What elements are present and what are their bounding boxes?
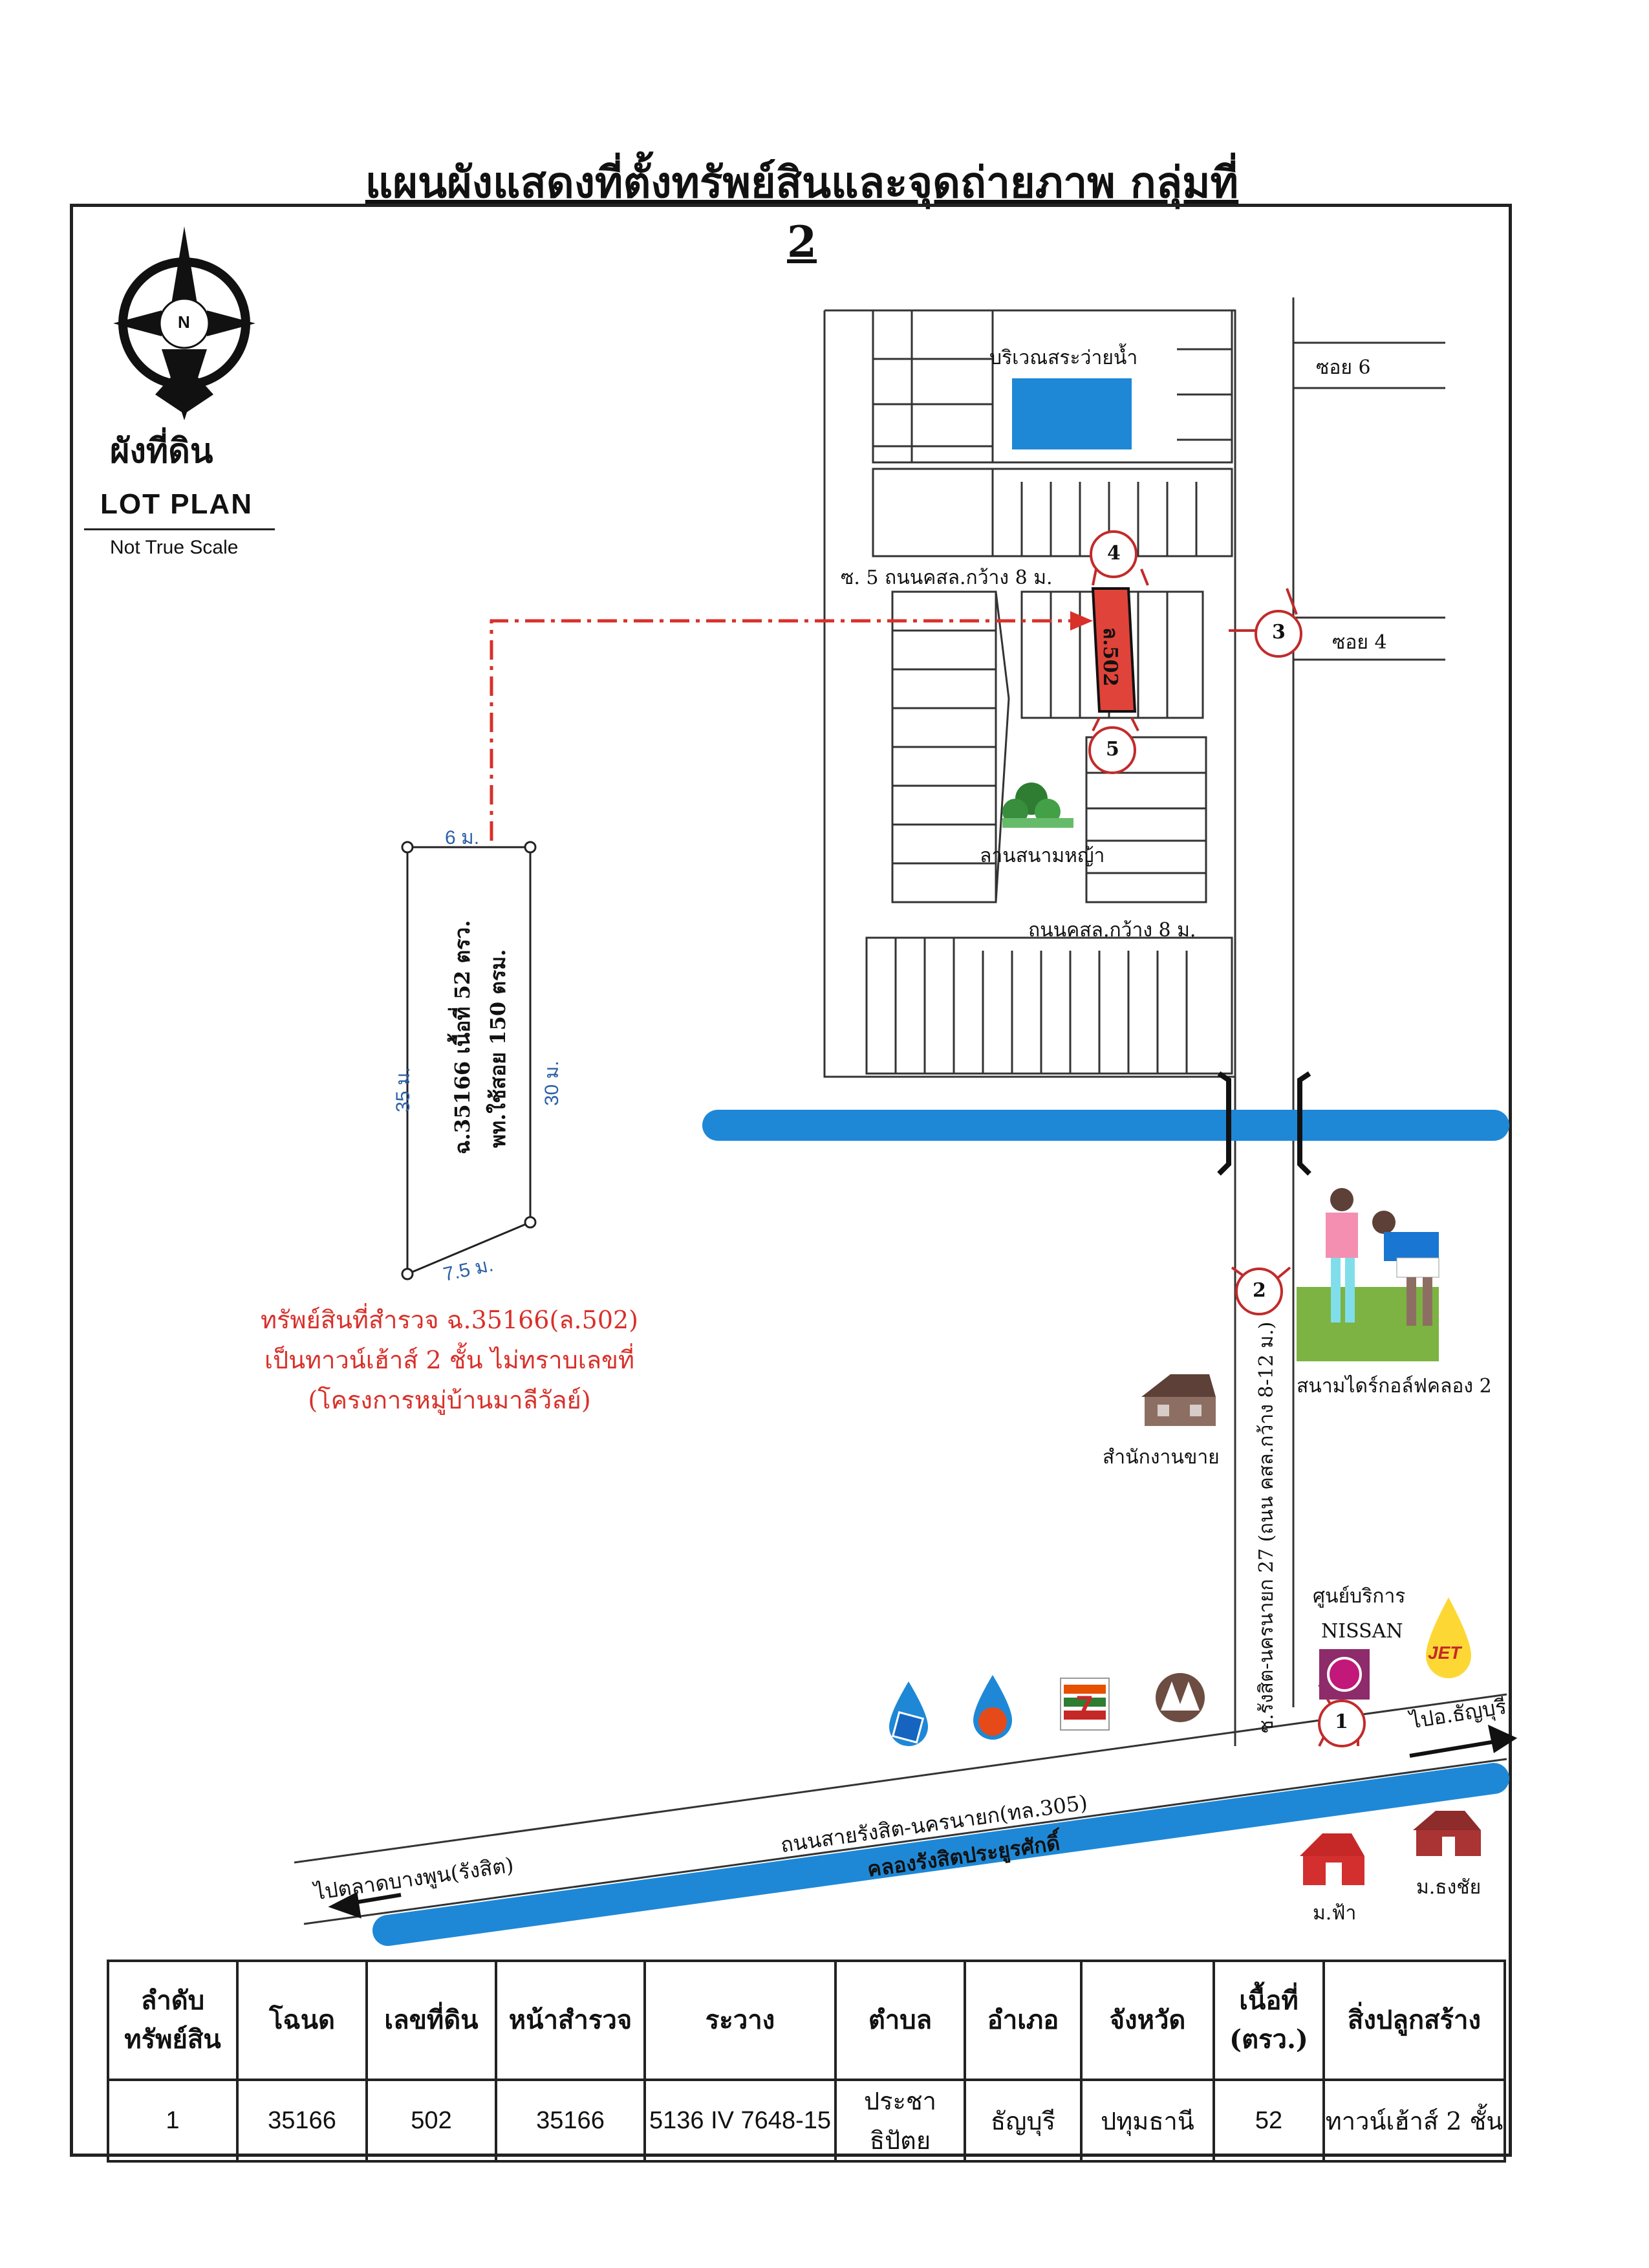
table-header: เลขที่ดิน xyxy=(365,1960,497,2081)
cell-province: ปทุมธานี xyxy=(1080,2079,1215,2163)
house-icon xyxy=(1141,1374,1216,1426)
svg-text:7: 7 xyxy=(1076,1690,1094,1725)
nissan-label: NISSAN xyxy=(1321,1620,1403,1643)
plot-right-dimension: 30 ม. xyxy=(541,1061,563,1106)
cell-subdistrict: ประชาธิปัตย xyxy=(834,2079,966,2163)
lot-plan-rule xyxy=(84,528,275,530)
bridge xyxy=(1217,1071,1311,1176)
bangchak-icon xyxy=(973,1675,1012,1740)
lot-plan-thai-label: ผังที่ดิน xyxy=(110,431,213,471)
page-title: แผนผังแสดงที่ตั้งทรัพย์สินและจุดถ่ายภาพ … xyxy=(365,157,1239,267)
plot-left-dimension: 35 ม. xyxy=(393,1067,414,1112)
barn-icon xyxy=(1300,1811,1481,1885)
cell-land-no: 502 xyxy=(365,2079,497,2163)
header-deed: โฉนด xyxy=(268,2005,336,2035)
header-province: จังหวัด xyxy=(1109,2005,1186,2035)
plot-corners xyxy=(401,841,537,1280)
ptt-icon xyxy=(889,1681,928,1746)
asset-note: ทรัพย์สินที่สำรวจ ฉ.35166(ล.502) เป็นทาว… xyxy=(239,1300,660,1420)
seven-eleven-icon: 7 xyxy=(1060,1678,1110,1731)
cell-building: ทาวน์เฮ้าส์ 2 ชั้น xyxy=(1322,2079,1506,2163)
table-header: หน้าสำรวจ xyxy=(495,1960,646,2081)
main-soi-label: ซ.รังสิต-นครนายก 27 (ถนน คสล.กว้าง 8-12 … xyxy=(1255,1321,1278,1733)
guide-line xyxy=(490,619,1080,841)
table-row: 1 35166 502 35166 5136 IV 7648-15 ประชาธ… xyxy=(107,2079,1506,2163)
subject-lot xyxy=(1091,587,1137,713)
mu-thongchai-label: ม.ธงชัย xyxy=(1416,1876,1482,1899)
soi5-road-label: ซ. 5 ถนนคสล.กว้าง 8 ม. xyxy=(841,567,1053,589)
golf-label: สนามไดร์กอล์ฟคลอง 2 xyxy=(1297,1375,1492,1398)
lot-plan-label: LOT PLAN xyxy=(100,488,253,520)
header-survey-page: หน้าสำรวจ xyxy=(508,2005,632,2035)
pool xyxy=(1012,378,1132,449)
sales-office-label: สำนักงานขาย xyxy=(1103,1446,1220,1469)
cell-survey-page: 35166 xyxy=(495,2079,646,2163)
subject-lot-label: ล.502 xyxy=(1099,627,1121,687)
note-line: เป็นทาวน์เฮ้าส์ 2 ชั้น ไม่ทราบเลขที่ xyxy=(264,1346,635,1374)
note-line: (โครงการหมู่บ้านมาลีวัลย์) xyxy=(308,1386,591,1414)
north-compass-icon xyxy=(113,226,255,420)
table-header: โฉนด xyxy=(236,1960,368,2081)
photo-point-4: 4 xyxy=(1107,542,1121,565)
jet-icon xyxy=(1426,1597,1471,1678)
photo-point-5: 5 xyxy=(1106,738,1119,761)
guide-arrow xyxy=(1070,611,1093,631)
photo-point-3: 3 xyxy=(1272,621,1286,643)
nissan-icon xyxy=(1319,1649,1370,1700)
road-8m-label: ถนนคสล.กว้าง 8 ม. xyxy=(1028,919,1196,942)
header-asset-no: ลำดับ ทรัพย์สิน xyxy=(124,1985,221,2055)
tree-icon xyxy=(1002,783,1073,828)
plot-top-dimension: 6 ม. xyxy=(445,827,480,848)
photo-point-1: 1 xyxy=(1335,1711,1348,1733)
cell-sheet: 5136 IV 7648-15 xyxy=(643,2079,837,2163)
soi4-label: ซอย 4 xyxy=(1332,631,1387,654)
table-header: อำเภอ xyxy=(964,1960,1083,2081)
asset-table: ลำดับ ทรัพย์สิน โฉนด เลขที่ดิน หน้าสำรวจ… xyxy=(107,1960,1506,2163)
main-soi-road xyxy=(1234,297,1445,1746)
table-header: สิ่งปลูกสร้าง xyxy=(1322,1960,1506,2081)
direction-arrows xyxy=(328,1724,1518,1919)
soi6-label: ซอย 6 xyxy=(1316,356,1371,379)
scale-note: Not True Scale xyxy=(110,537,239,558)
photo-point-markers xyxy=(1088,530,1366,1747)
pt-icon xyxy=(1156,1673,1205,1722)
table-header: เนื้อที่ (ตรว.) xyxy=(1212,1960,1325,2081)
photo-point-2: 2 xyxy=(1253,1279,1266,1302)
cell-asset-no: 1 xyxy=(107,2079,239,2163)
cell-deed: 35166 xyxy=(236,2079,368,2163)
header-subdistrict: ตำบล xyxy=(868,2005,932,2035)
service-center-label: ศูนย์บริการ xyxy=(1313,1585,1406,1608)
table-header: ตำบล xyxy=(834,1960,966,2081)
table-header: จังหวัด xyxy=(1080,1960,1215,2081)
mu-fa-label: ม.ฟ้า xyxy=(1313,1902,1357,1925)
playground-label: ลานสนามหญ้า xyxy=(980,845,1105,867)
header-building: สิ่งปลูกสร้าง xyxy=(1348,2005,1481,2035)
header-sheet: ระวาง xyxy=(705,2005,775,2035)
highway xyxy=(294,1693,1507,1925)
table-header-row: ลำดับ ทรัพย์สิน โฉนด เลขที่ดิน หน้าสำรวจ… xyxy=(107,1960,1506,2081)
plot-usable-area: พท.ใช้สอย 150 ตรม. xyxy=(486,949,510,1148)
header-land-no: เลขที่ดิน xyxy=(384,2005,479,2035)
table-header: ลำดับ ทรัพย์สิน xyxy=(107,1960,239,2081)
rangsit-canal xyxy=(372,1763,1509,1946)
compass-letter: N xyxy=(178,312,190,332)
pool-area-label: บริเวณสระว่ายน้ำ xyxy=(989,347,1138,369)
plot-deed-area: ฉ.35166 เนื้อที่ 52 ตรว. xyxy=(450,920,475,1154)
header-area: เนื้อที่ (ตรว.) xyxy=(1229,1985,1308,2055)
note-line: ทรัพย์สินที่สำรวจ ฉ.35166(ล.502) xyxy=(260,1306,638,1334)
header-district: อำเภอ xyxy=(987,2005,1059,2035)
cell-area: 52 xyxy=(1212,2079,1325,2163)
cell-district: ธัญบุรี xyxy=(964,2079,1083,2163)
jet-label: JET xyxy=(1428,1643,1461,1663)
golfers-icon xyxy=(1297,1188,1439,1361)
table-header: ระวาง xyxy=(643,1960,837,2081)
village-blocks xyxy=(823,309,1236,1078)
